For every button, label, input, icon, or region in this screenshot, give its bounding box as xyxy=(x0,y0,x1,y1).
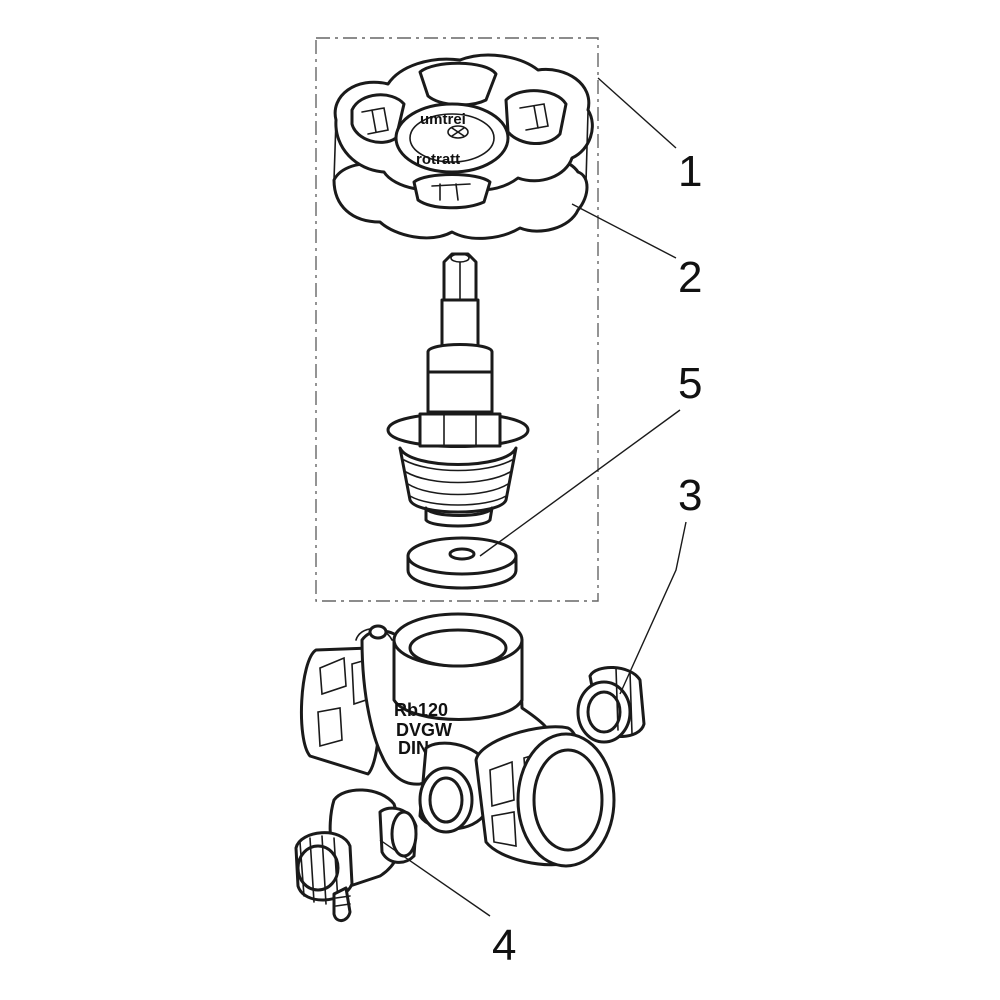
bonnet-thread xyxy=(398,446,518,514)
valve-seat-disc xyxy=(424,506,494,528)
callout-1: 1 xyxy=(678,147,702,196)
handwheel-brand-top: umtrei xyxy=(420,111,466,128)
handwheel-hub-inner xyxy=(409,113,495,163)
top-socket-bore xyxy=(408,628,508,668)
washer-hole xyxy=(448,547,476,561)
body-marking-line3: DIN xyxy=(398,738,429,758)
spoke-window-left xyxy=(350,93,406,144)
plug-face-inner xyxy=(586,690,622,734)
plug-flats xyxy=(615,667,633,735)
body-marking-line1: Rb120 xyxy=(394,700,448,720)
spoke-logo-right xyxy=(519,103,549,131)
handwheel-edge-right xyxy=(585,111,589,183)
handwheel-brand-bottom: rotratt xyxy=(416,151,460,168)
valve-body: Rb120 DVGW DIN xyxy=(300,612,616,868)
bonnet-hex-nut xyxy=(418,412,502,448)
callout-3: 3 xyxy=(678,471,702,520)
screw-slot-2 xyxy=(451,127,465,137)
leader-1 xyxy=(597,77,677,149)
front-port-bore xyxy=(428,776,464,824)
drain-valve xyxy=(294,788,418,922)
spoke-logo-left xyxy=(361,107,389,135)
handwheel: umtrei rotratt xyxy=(332,53,594,240)
spoke-window-bottom xyxy=(412,173,492,210)
plug xyxy=(576,665,646,744)
drain-inlet xyxy=(390,810,418,858)
leader-3 xyxy=(619,521,687,695)
leader-2 xyxy=(571,203,677,259)
drain-cap-face xyxy=(296,844,340,892)
body-lug-hole xyxy=(368,624,388,640)
handwheel-edge-left xyxy=(333,119,337,181)
spoke-logo-bottom xyxy=(431,183,471,201)
body-marking-line2: DVGW xyxy=(396,720,452,740)
handwheel-center-screw xyxy=(447,125,469,139)
leader-4 xyxy=(379,839,491,917)
valve-spindle-assembly xyxy=(386,252,530,528)
drain-nozzle-rings xyxy=(335,895,351,907)
leader-5 xyxy=(479,409,681,557)
callout-5: 5 xyxy=(678,359,702,408)
right-outlet-bore xyxy=(532,748,604,852)
assembly-boundary xyxy=(315,37,599,602)
drain-cap-knurl xyxy=(299,835,339,905)
callout-2: 2 xyxy=(678,253,702,302)
callout-4: 4 xyxy=(492,921,516,970)
thread-lines xyxy=(403,459,513,506)
spoke-window-top xyxy=(418,61,498,107)
washer xyxy=(406,536,518,590)
bonnet-neck xyxy=(426,370,494,414)
